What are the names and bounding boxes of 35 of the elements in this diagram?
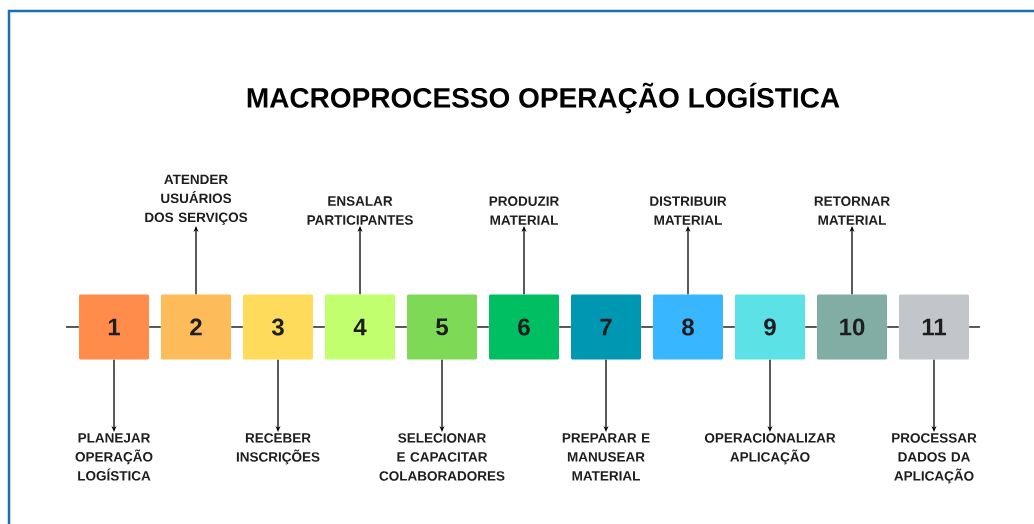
connector-line — [558, 326, 572, 328]
title: MACROPROCESSO OPERAÇÃO LOGÍSTICA — [247, 82, 840, 114]
step-label: ATENDER USUÁRIOS DOS SERVIÇOS — [145, 174, 248, 225]
connector-line — [640, 326, 654, 328]
step-label: RECEBER INSCRIÇÕES — [236, 433, 320, 465]
step-label: PRODUZIR MATERIAL — [489, 196, 559, 225]
step-label: PREPARAR E MANUSEAR MATERIAL — [562, 433, 650, 481]
step-box: 9 — [735, 294, 805, 360]
step-label: PROCESSAR DADOS DA APLICAÇÃO — [892, 433, 977, 484]
step-label: OPERACIONALIZAR APLICAÇÃO — [704, 433, 836, 465]
step-box: 1 — [79, 294, 149, 360]
connector-line — [886, 326, 900, 328]
step-box: 6 — [489, 294, 559, 360]
connector-line — [312, 326, 326, 328]
connector-line — [722, 326, 736, 328]
step-box: 3 — [243, 294, 313, 360]
step-label: RETORNAR MATERIAL — [814, 196, 890, 225]
connector-line — [804, 326, 818, 328]
step-box: 11 — [899, 294, 969, 360]
connector-line — [148, 326, 162, 328]
step-label: PLANEJAR OPERAÇÃO LOGÍSTICA — [75, 433, 153, 481]
step-box: 10 — [817, 294, 887, 360]
step-box: 4 — [325, 294, 395, 360]
connector-line — [968, 326, 981, 328]
step-label: ENSALAR PARTICIPANTES — [307, 196, 413, 225]
step-box: 7 — [571, 294, 641, 360]
connector-line — [230, 326, 244, 328]
connector-line — [394, 326, 408, 328]
step-label: SELECIONAR E CAPACITAR COLABORADORES — [379, 433, 505, 481]
step-box: 2 — [161, 294, 231, 360]
step-box: 5 — [407, 294, 477, 360]
connector-line — [65, 326, 80, 328]
step-label: DISTRIBUIR MATERIAL — [650, 196, 727, 225]
step-box: 8 — [653, 294, 723, 360]
connector-line — [476, 326, 490, 328]
